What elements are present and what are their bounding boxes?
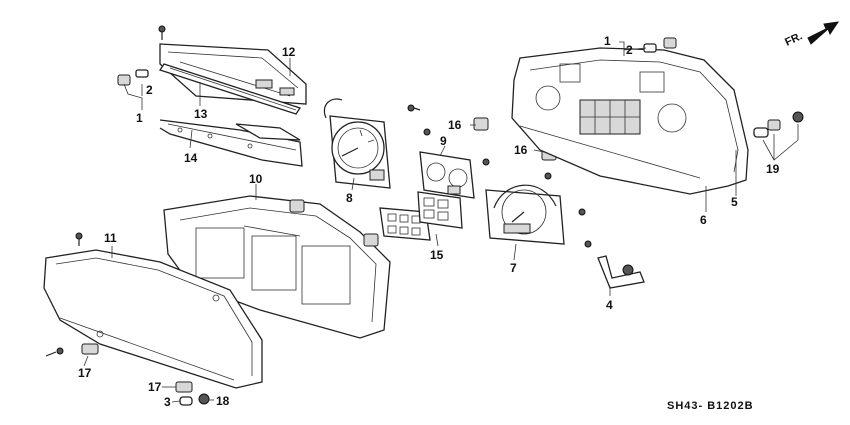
socket-18 <box>198 393 210 405</box>
tachometer-assembly <box>323 98 391 189</box>
printed-circuit-strip <box>159 119 303 167</box>
callout-2-left: 2 <box>146 83 153 97</box>
callout-3: 3 <box>164 395 171 409</box>
callout-6: 6 <box>700 213 707 227</box>
callout-2-top: 2 <box>626 43 633 57</box>
callout-16-lower: 16 <box>514 143 528 157</box>
bulb-sockets-right <box>753 111 804 138</box>
rear-meter-case <box>511 47 749 195</box>
callout-8: 8 <box>346 191 353 205</box>
callout-10: 10 <box>249 172 263 186</box>
callout-18: 18 <box>216 394 230 408</box>
front-direction-arrow-icon <box>807 21 840 45</box>
callout-16-upper: 16 <box>448 118 462 132</box>
indicator-lens-panel <box>379 191 463 241</box>
lens-clip-17b <box>175 381 193 393</box>
pad-left <box>289 199 305 213</box>
callout-17-right: 17 <box>148 380 162 394</box>
bulb-socket-left <box>117 69 149 86</box>
pad-right <box>363 233 379 247</box>
screw-lens-bottom <box>45 347 64 357</box>
callout-1-top: 1 <box>604 34 611 48</box>
bulb-3 <box>179 396 193 406</box>
speedometer-assembly <box>485 184 565 245</box>
callout-7: 7 <box>510 261 517 275</box>
gauge-module <box>419 151 475 199</box>
callout-5: 5 <box>731 195 738 209</box>
callout-11: 11 <box>104 231 117 245</box>
callout-19: 19 <box>766 162 780 176</box>
callout-14: 14 <box>184 151 198 165</box>
callout-9: 9 <box>440 134 447 148</box>
bulb-sockets-top <box>643 37 677 53</box>
callout-1-left: 1 <box>136 111 143 125</box>
callout-13: 13 <box>194 107 208 121</box>
upper-housing-bracket <box>158 43 307 115</box>
callout-12: 12 <box>282 45 296 59</box>
screw-top-bracket <box>158 25 166 40</box>
clip-upper <box>473 117 489 131</box>
sensor-bracket <box>597 255 645 289</box>
callout-15: 15 <box>430 248 444 262</box>
leader-lines <box>83 41 799 403</box>
callout-17-left: 17 <box>78 366 92 380</box>
screw-lens-top <box>75 232 83 246</box>
lens-clip-17a <box>81 343 99 355</box>
meter-lens-cover <box>43 249 263 389</box>
diagram-code: SH43- B1202B <box>667 400 754 412</box>
callout-4: 4 <box>606 298 613 312</box>
front-direction-indicator: FR. <box>783 21 840 49</box>
front-direction-label: FR. <box>783 30 804 48</box>
